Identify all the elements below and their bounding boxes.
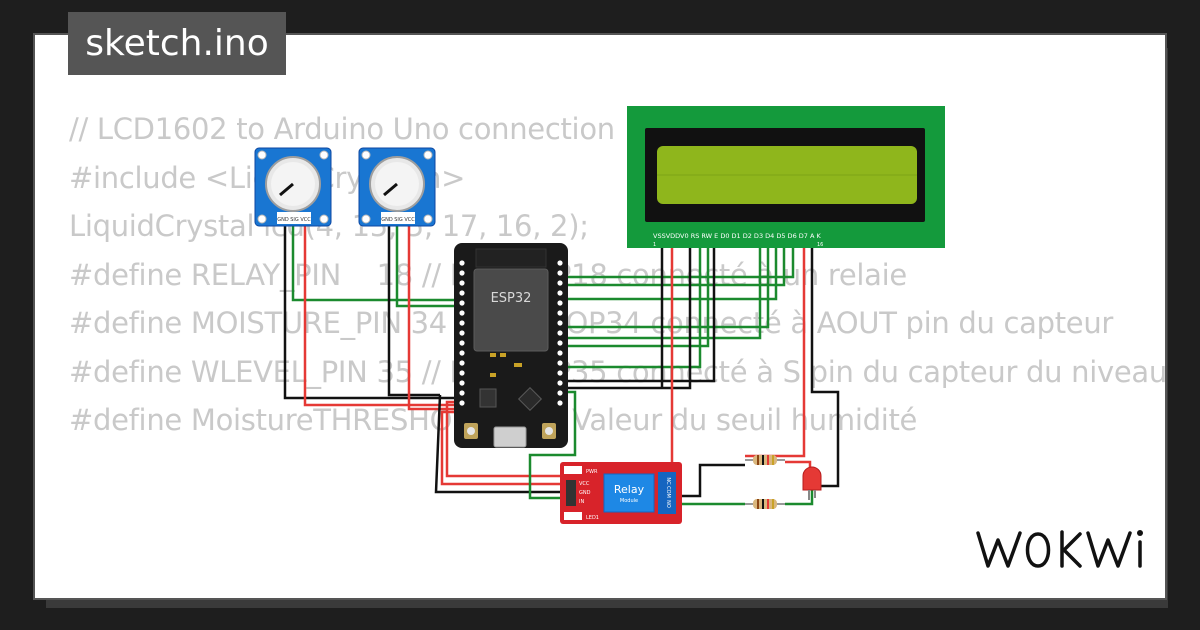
esp32-pins-right: [557, 260, 563, 406]
relay-pwr-label: PWR: [586, 469, 598, 475]
page-title: sketch.ino: [68, 12, 286, 75]
wire-black: [562, 243, 716, 383]
lcd-pin-last: 16: [817, 242, 823, 248]
lcd-pin-first: 1: [653, 242, 656, 248]
wire-red: [745, 243, 806, 458]
relay-pin-vcc: VCC: [579, 481, 590, 487]
wokwi-logo: [968, 518, 1148, 576]
pot-pin-labels: GND SIG VCC: [381, 217, 415, 223]
relay-sublabel: Module: [620, 498, 638, 504]
wires: [283, 222, 840, 506]
wire-green: [562, 243, 778, 301]
wire-green: [562, 243, 795, 279]
resistor: [745, 455, 785, 465]
wire-green: [291, 222, 465, 302]
potentiometer: GND SIG VCC: [358, 147, 436, 227]
wire-red: [440, 410, 566, 486]
wire-green: [562, 243, 710, 348]
code-line: // LCD1602 to Arduino Uno connection: [69, 112, 615, 146]
esp32-board: ESP32: [454, 243, 568, 448]
pot-pin-labels: GND SIG VCC: [277, 217, 311, 223]
relay-pin-gnd: GND: [579, 490, 591, 496]
wire-black: [283, 222, 465, 400]
wire-black: [434, 394, 566, 494]
resistor: [745, 499, 785, 509]
wokwi-logo-mark: [976, 530, 1143, 568]
relay-pin-in: IN: [579, 499, 584, 505]
wire-green: [395, 222, 465, 308]
relay-label: Relay: [614, 483, 645, 496]
relay-pin-no: NO: [665, 500, 671, 508]
wire-green: [562, 243, 786, 287]
wire-green: [562, 243, 702, 369]
preview-card[interactable]: // LCD1602 to Arduino Uno connection#inc…: [33, 33, 1167, 600]
esp32-label: ESP32: [491, 291, 532, 306]
wire-green: [528, 390, 577, 500]
relay-pin-com: COM: [665, 486, 671, 498]
red-led: [802, 466, 822, 500]
wire-green: [785, 490, 814, 506]
wire-green: [562, 243, 770, 329]
potentiometer: GND SIG VCC: [254, 147, 332, 227]
wire-black: [680, 463, 745, 498]
wire-black: [562, 243, 692, 390]
lcd-display: VSSVDDV0 RS RW E D0 D1 D2 D3 D4 D5 D6 D7…: [627, 106, 945, 248]
lcd-pin-labels: VSSVDDV0 RS RW E D0 D1 D2 D3 D4 D5 D6 D7…: [653, 232, 821, 240]
wire-black: [810, 243, 840, 488]
relay-led1-label: LED1: [586, 515, 599, 521]
wire-red: [445, 243, 674, 478]
code-line: #define MoistureTHRESHOLD 20 // Valeur d…: [69, 403, 918, 437]
wire-green: [562, 243, 762, 340]
wire-red: [303, 222, 465, 407]
relay-module: PWR LED1 VCC GND IN Relay Module NC COM …: [560, 462, 682, 524]
esp32-pins-left: [459, 260, 465, 406]
wire-black: [387, 222, 440, 397]
relay-pin-nc: NC: [665, 477, 671, 485]
